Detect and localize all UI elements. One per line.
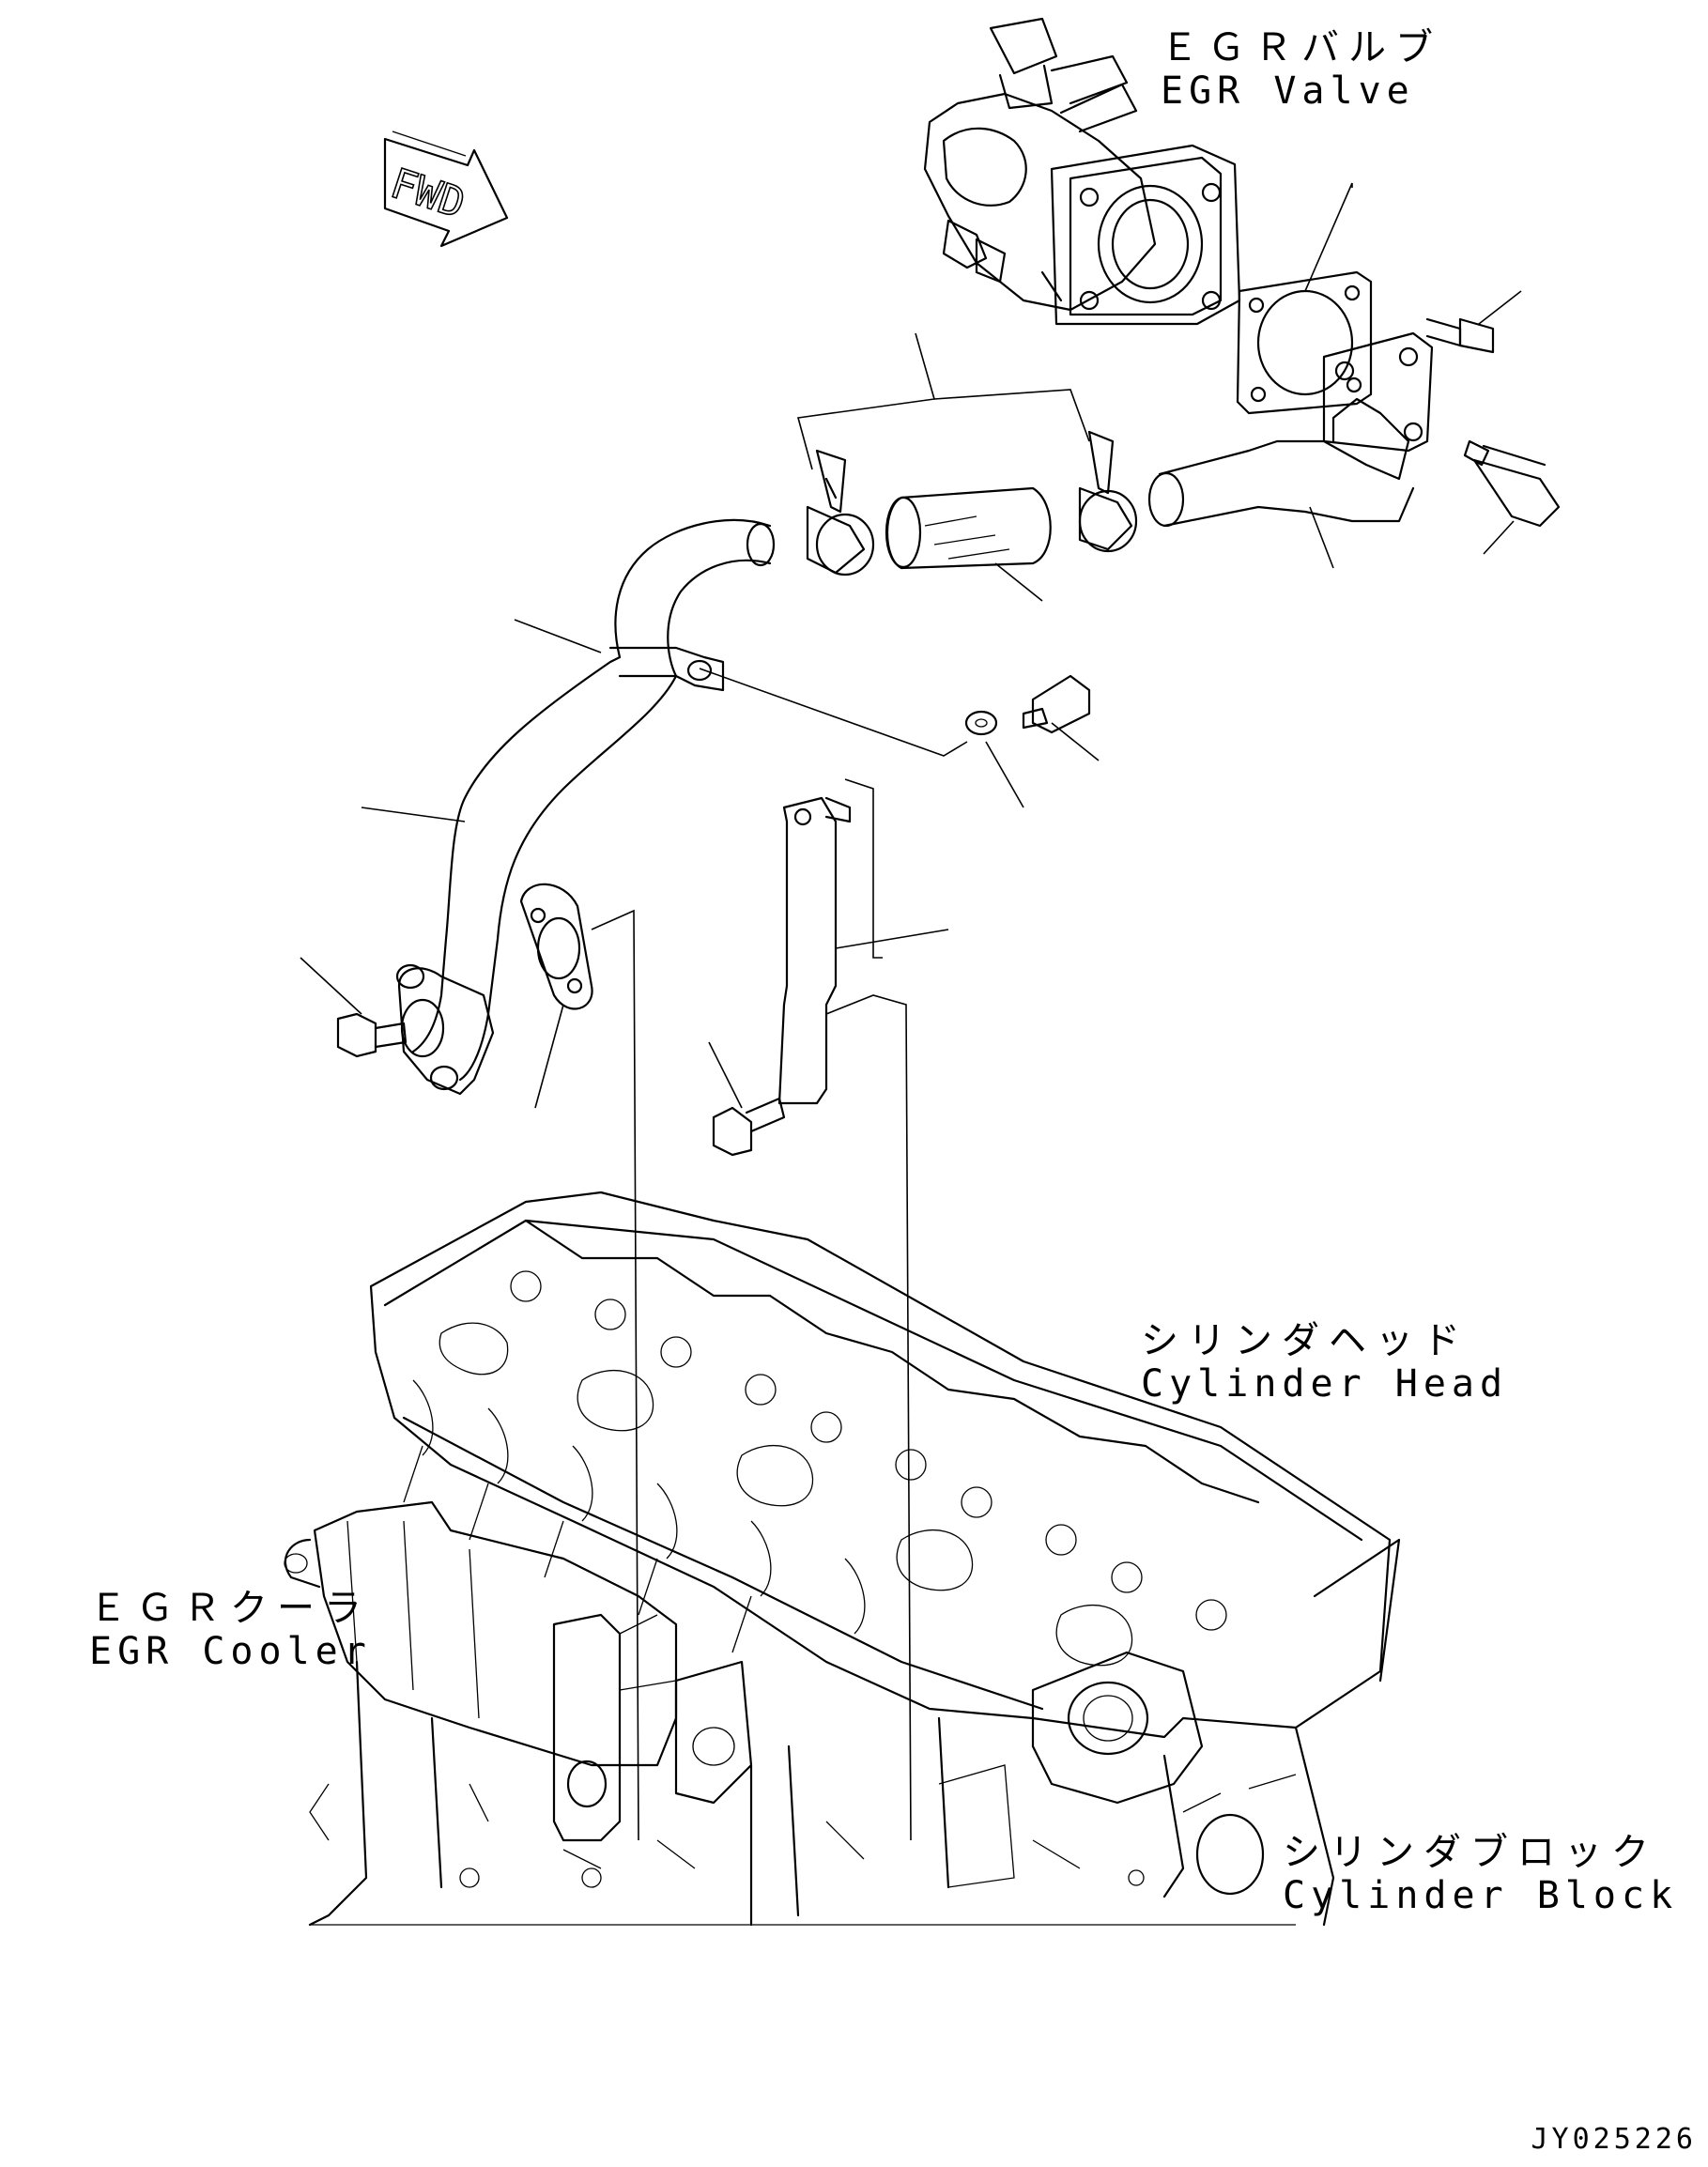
cylinder-head-label: シリンダヘッド Cylinder Head xyxy=(1141,1319,1508,1406)
egr-cooler xyxy=(285,1502,751,1840)
egr-valve-label: ＥＧＲバルブ EGR Valve xyxy=(1161,26,1442,113)
egr-cooler-label: ＥＧＲクーラ EGR Cooler xyxy=(89,1587,372,1673)
bolt-upper xyxy=(1427,291,1521,352)
cylinder-block-label-en: Cylinder Block xyxy=(1283,1874,1679,1917)
cylinder-block-label-jp: シリンダブロック xyxy=(1283,1831,1658,1874)
pipe-gasket xyxy=(521,884,639,1840)
cylinder-head-label-en: Cylinder Head xyxy=(1141,1362,1509,1406)
washer-bolt xyxy=(700,669,1099,807)
bolt-middle xyxy=(709,1042,784,1155)
drawing-id: JY025226 xyxy=(1531,2123,1697,2156)
cylinder-block-label: シリンダブロック Cylinder Block xyxy=(1283,1831,1678,1917)
bolt-long xyxy=(1465,441,1559,554)
egr-gasket xyxy=(1238,183,1371,413)
fwd-arrow: FWD xyxy=(385,131,507,246)
egr-pipe xyxy=(362,520,774,1094)
egr-valve xyxy=(925,19,1239,324)
cylinder-head xyxy=(371,1192,1399,1803)
egr-cooler-label-jp: ＥＧＲクーラ xyxy=(89,1587,371,1630)
hose-clamps xyxy=(798,333,1136,601)
egr-cooler-label-en: EGR Cooler xyxy=(89,1630,372,1673)
egr-valve-label-jp: ＥＧＲバルブ xyxy=(1161,26,1442,69)
bracket xyxy=(779,779,948,1840)
egr-elbow-pipe xyxy=(1149,333,1432,568)
cylinder-head-label-jp: シリンダヘッド xyxy=(1141,1319,1469,1362)
fwd-arrow-text: FWD xyxy=(385,160,470,228)
bolt-left xyxy=(300,958,406,1056)
egr-valve-label-en: EGR Valve xyxy=(1161,69,1415,113)
cylinder-block xyxy=(310,1662,1333,1925)
